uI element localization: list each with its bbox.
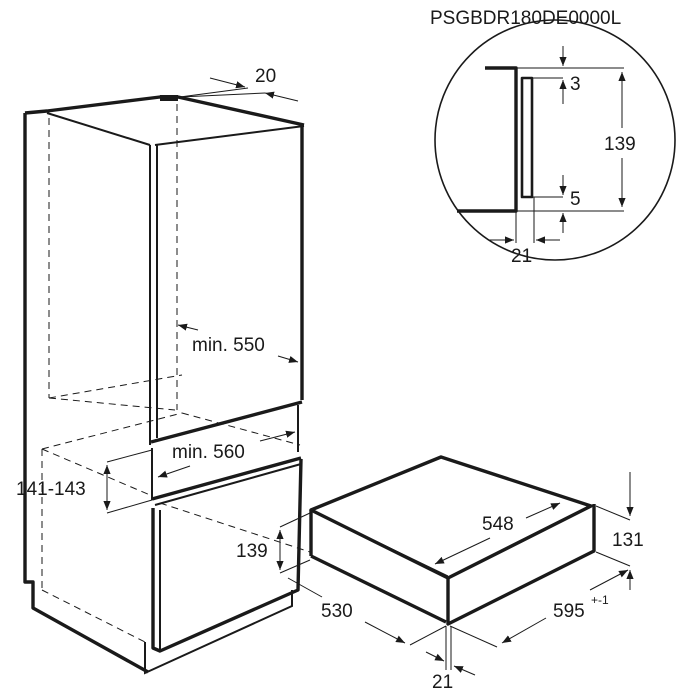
tall-cabinet: 20 min. 550 min. 560 141-143 139 (16, 66, 311, 675)
dim-niche-height: 141-143 (16, 479, 86, 500)
dim-top-gap: 3 (570, 74, 581, 95)
dim-min-width: min. 560 (172, 442, 245, 463)
dim-drawer-width-tolerance: +-1 (591, 593, 609, 607)
dim-min-depth: min. 550 (192, 335, 265, 356)
detail-view: 3 139 5 21 (434, 19, 676, 267)
dim-front-height: 139 (236, 541, 268, 562)
warming-drawer: 548 131 530 595 +-1 21 (287, 455, 644, 693)
dim-drawer-height: 131 (612, 530, 644, 551)
model-number: PSGBDR180DE0000L (430, 8, 621, 29)
dim-front-thickness: 21 (432, 672, 453, 693)
dim-drawer-depth: 548 (482, 514, 514, 535)
dim-bottom-gap: 5 (570, 189, 581, 210)
dim-drawer-body-depth: 530 (321, 601, 353, 622)
dim-detail-depth: 21 (511, 246, 532, 267)
dim-drawer-width: 595 (553, 601, 585, 622)
dim-total-height: 139 (604, 134, 636, 155)
dim-top-offset: 20 (255, 66, 276, 87)
